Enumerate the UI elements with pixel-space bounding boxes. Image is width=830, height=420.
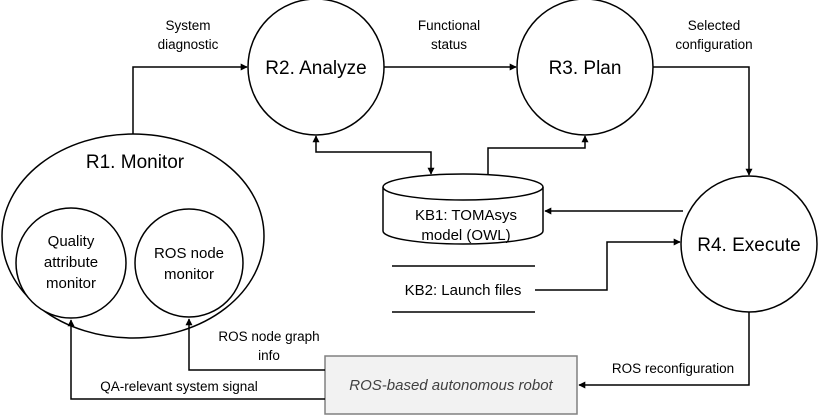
- quality-attribute-monitor-node: Quality attribute monitor: [15, 207, 127, 319]
- plan-node: R3. Plan: [516, 0, 654, 136]
- edge-robot-to-ros-node-monitor: [185, 318, 325, 371]
- edge-execute-to-robot: [578, 312, 750, 389]
- plan-label: R3. Plan: [549, 58, 622, 79]
- edge-label-system-diagnostic-line2: diagnostic: [158, 37, 219, 52]
- quality-monitor-label-line1: Quality: [48, 233, 95, 250]
- edge-label-selected-configuration-line1: Selected: [688, 18, 741, 33]
- edge-label-ros-node-graph-info-line1: ROS node graph: [218, 329, 319, 344]
- kb2-label: KB2: Launch files: [405, 282, 522, 299]
- robot-box: ROS-based autonomous robot: [324, 355, 578, 415]
- edge-label-functional-status-line2: status: [431, 37, 467, 52]
- edge-kb2-to-execute: [535, 238, 681, 291]
- kb2-datastore: KB2: Launch files: [392, 265, 535, 313]
- quality-monitor-label-line3: monitor: [46, 275, 96, 292]
- edge-robot-to-quality-monitor: [67, 319, 325, 400]
- edge-label-selected-configuration-line2: configuration: [675, 37, 752, 52]
- edge-label-qa-relevant-signal: QA-relevant system signal: [100, 379, 258, 394]
- kb1-database: KB1: TOMAsys model (OWL): [382, 173, 544, 245]
- ros-node-monitor-label-line1: ROS node: [154, 245, 224, 262]
- edge-label-ros-reconfiguration: ROS reconfiguration: [612, 361, 734, 376]
- edge-label-system-diagnostic-line1: System: [165, 18, 210, 33]
- ros-node-monitor-node: ROS node monitor: [134, 208, 244, 318]
- monitor-label: R1. Monitor: [86, 152, 185, 173]
- kb1-label-line1: KB1: TOMAsys: [415, 207, 517, 224]
- edge-plan-to-execute: [653, 66, 753, 176]
- execute-node: R4. Execute: [680, 175, 818, 313]
- quality-monitor-label-line2: attribute: [44, 254, 98, 271]
- edge-label-ros-node-graph-info-line2: info: [258, 348, 280, 363]
- edge-label-functional-status-line1: Functional: [418, 18, 480, 33]
- kb1-label-line2: model (OWL): [421, 227, 510, 244]
- analyze-node: R2. Analyze: [247, 0, 385, 136]
- edge-kb1-to-plan: [487, 135, 589, 174]
- edge-analyze-kb1: [312, 135, 435, 175]
- ros-node-monitor-label-line2: monitor: [164, 266, 214, 283]
- execute-label: R4. Execute: [697, 235, 801, 256]
- robot-label: ROS-based autonomous robot: [349, 377, 553, 394]
- analyze-label: R2. Analyze: [265, 58, 366, 79]
- edge-monitor-to-analyze: [132, 63, 248, 134]
